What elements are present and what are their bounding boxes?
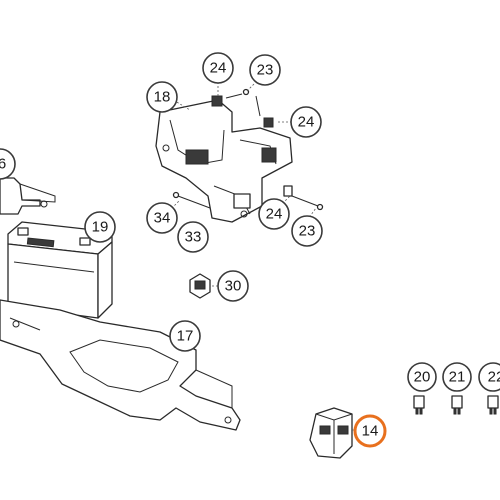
fuse-20 xyxy=(413,395,425,415)
callout-6-label: 6 xyxy=(0,156,6,173)
callout-20-label: 20 xyxy=(414,369,431,386)
callout-18-label: 18 xyxy=(154,89,171,106)
callout-23-top[interactable]: 23 xyxy=(249,54,281,86)
callout-23-top-label: 23 xyxy=(257,62,274,79)
callout-33-label: 33 xyxy=(185,229,202,246)
callout-20[interactable]: 20 xyxy=(407,362,437,392)
fuse-22 xyxy=(487,395,499,415)
callout-19-label: 19 xyxy=(92,219,109,236)
callout-24-lower-label: 24 xyxy=(266,206,283,223)
callout-24-top[interactable]: 24 xyxy=(202,52,234,84)
callout-21-label: 21 xyxy=(449,369,466,386)
battery-holder-bracket xyxy=(0,177,56,215)
callout-14-label: 14 xyxy=(362,423,379,440)
screws-and-nuts xyxy=(172,88,324,211)
callout-24-right-label: 24 xyxy=(298,114,315,131)
callout-22[interactable]: 22 xyxy=(478,362,500,392)
callout-6[interactable]: 6 xyxy=(0,148,16,180)
callout-23-lower-label: 23 xyxy=(299,223,316,240)
callout-24-top-label: 24 xyxy=(210,60,227,77)
callout-34-label: 34 xyxy=(154,210,171,227)
callout-17[interactable]: 17 xyxy=(169,320,201,352)
callout-21[interactable]: 21 xyxy=(442,362,472,392)
battery-tray xyxy=(0,299,241,431)
callout-30[interactable]: 30 xyxy=(217,270,249,302)
starter-relay xyxy=(309,407,353,459)
callout-19[interactable]: 19 xyxy=(84,211,116,243)
rubber-clip xyxy=(189,273,211,299)
callout-33[interactable]: 33 xyxy=(177,221,209,253)
mounting-bracket xyxy=(155,99,293,223)
callout-24-right[interactable]: 24 xyxy=(290,106,322,138)
callout-22-label: 22 xyxy=(488,369,500,386)
callout-24-lower[interactable]: 24 xyxy=(258,198,290,230)
callout-34[interactable]: 34 xyxy=(146,202,178,234)
callout-23-lower[interactable]: 23 xyxy=(291,215,323,247)
callout-18[interactable]: 18 xyxy=(146,81,178,113)
fuse-21 xyxy=(451,395,463,415)
callout-17-label: 17 xyxy=(177,328,194,345)
callout-30-label: 30 xyxy=(225,278,242,295)
callout-14-highlighted[interactable]: 14 xyxy=(353,414,387,448)
